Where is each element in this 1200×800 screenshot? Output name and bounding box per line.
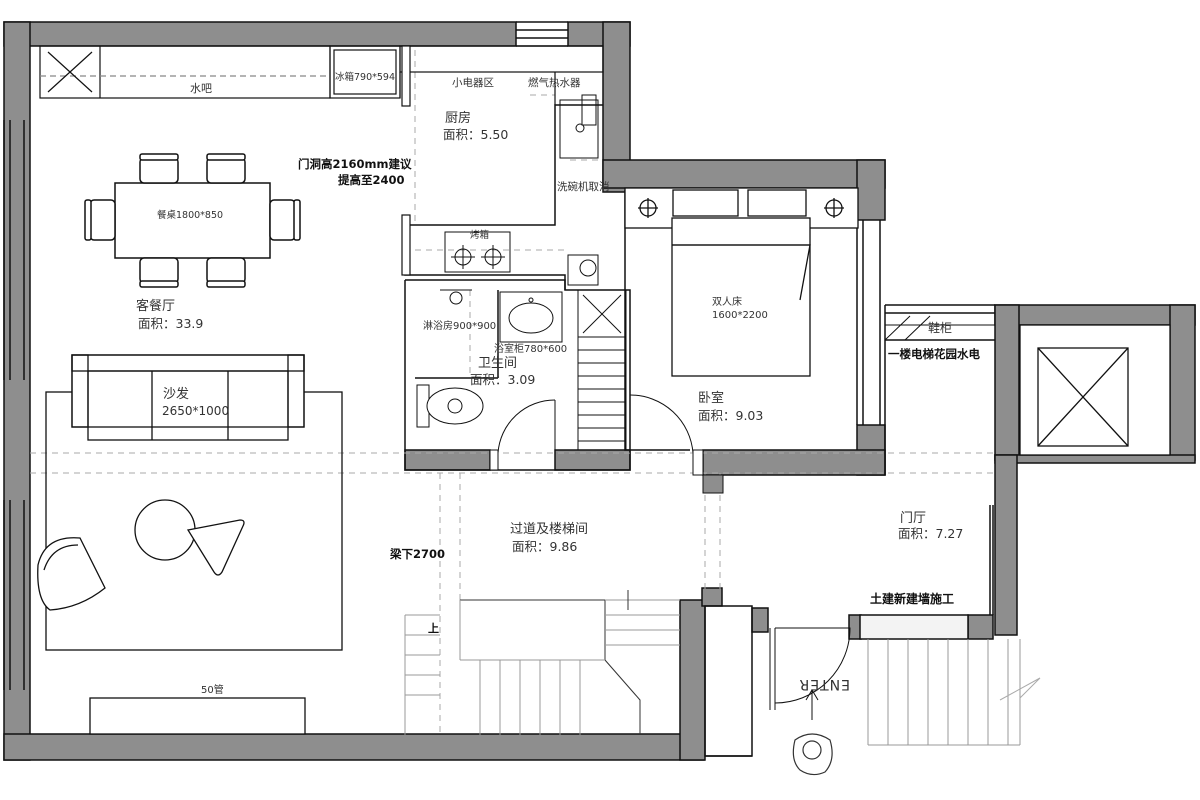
dashed-guides (30, 50, 995, 735)
stove-label: 烤箱 (470, 229, 489, 241)
bath-name: 卫生间 (478, 356, 517, 371)
enter-label: ENTER (799, 676, 850, 692)
bedroom-area: 面积：9.03 (698, 408, 763, 423)
water-heater-label: 燃气热水器 (528, 76, 581, 89)
door-note-1: 门洞高2160mm建议 (298, 157, 412, 171)
small-appliance-label: 小电器区 (452, 76, 494, 89)
elevator (1019, 324, 1171, 456)
kitchen-sink (559, 94, 599, 286)
sofa-area (37, 354, 343, 651)
dining-table-label: 餐桌1800*850 (157, 209, 223, 221)
bathroom-door (489, 399, 556, 471)
fridge-label: 冰箱790*594 (335, 71, 395, 83)
inner-stair (577, 289, 627, 451)
vanity-label: 浴室柜780*600 (494, 342, 567, 355)
shower-label: 淋浴房900*900 (423, 319, 496, 332)
kitchen-area: 面积：5.50 (443, 127, 508, 142)
tv-cabinet-label: 50管 (201, 683, 224, 696)
living-area: 面积：33.9 (138, 316, 203, 331)
bed-size-label: 1600*2200 (712, 310, 768, 321)
elevator-note-label: 一楼电梯花园水电 (888, 347, 980, 361)
sofa-size-label: 2650*1000 (162, 404, 229, 418)
bar-counter (39, 45, 604, 276)
bathroom-fixtures (416, 289, 563, 428)
shoe-cabinet (884, 315, 995, 341)
bedroom-name: 卧室 (698, 390, 724, 406)
wall-lines (3, 21, 995, 757)
corridor-area: 面积：9.86 (512, 539, 577, 554)
person-icon (792, 733, 833, 776)
living-name: 客餐厅 (136, 298, 175, 314)
shoe-cabinet-label: 鞋柜 (928, 320, 952, 335)
up-label: 上 (428, 621, 439, 635)
walls (3, 21, 1196, 761)
bath-area: 面积：3.09 (470, 372, 535, 387)
corridor-name: 过道及楼梯间 (510, 522, 588, 537)
entrance-door (769, 627, 851, 720)
tv-cabinet (89, 697, 306, 735)
foyer-area: 面积：7.27 (898, 526, 963, 541)
door-note-2: 提高至2400 (338, 173, 405, 187)
kitchen-name: 厨房 (445, 110, 471, 126)
beam-note: 梁下2700 (389, 547, 445, 561)
stove (444, 231, 511, 273)
new-wall-label: 土建新建墙施工 (870, 591, 954, 606)
bar-label: 水吧 (190, 82, 212, 95)
sofa-name-label: 沙发 (163, 386, 189, 402)
dining-table (84, 153, 301, 288)
bedroom-door (629, 394, 724, 494)
dishwasher-label: 洗碗机取消 (557, 180, 610, 193)
foyer-name: 门厅 (900, 511, 926, 526)
labels: 水吧 冰箱790*594 小电器区 燃气热水器 厨房 面积：5.50 门洞高21… (136, 71, 980, 696)
bed-name-label: 双人床 (712, 295, 742, 308)
main-stairs (404, 590, 1041, 746)
double-bed (624, 187, 859, 377)
